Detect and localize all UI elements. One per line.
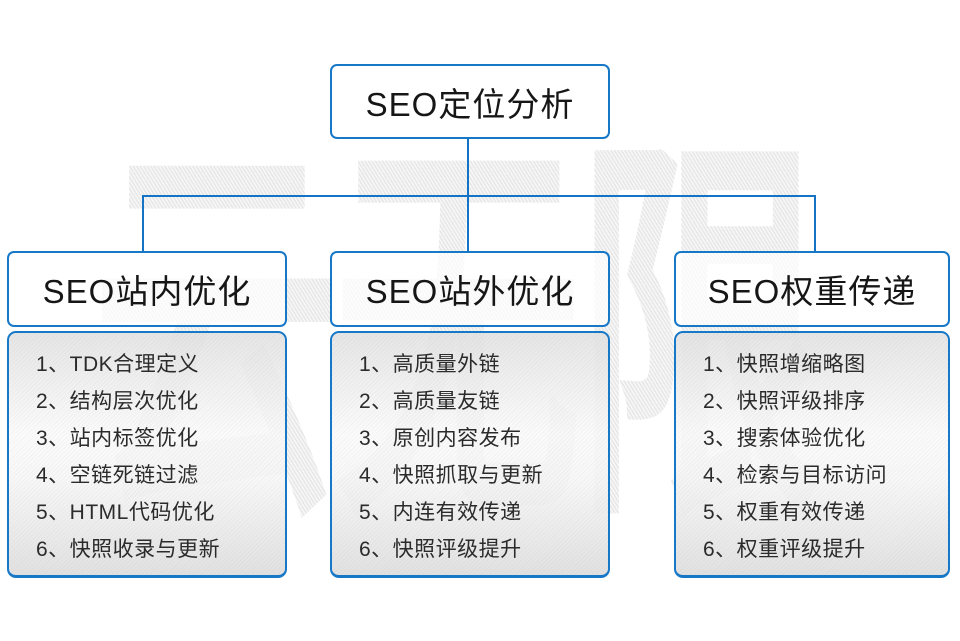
root-title: SEO定位分析: [365, 85, 575, 123]
list-item: 2、高质量友链: [359, 390, 501, 413]
connector-right-drop: [814, 195, 816, 252]
item-list: 1、高质量外链 2、高质量友链 3、原创内容发布 4、快照抓取与更新 5、内连有…: [332, 333, 608, 568]
list-item: 1、高质量外链: [359, 353, 501, 376]
column-title: SEO站内优化: [42, 273, 252, 310]
node-weight-transfer: SEO权重传递: [674, 251, 950, 327]
list-weight-transfer: 1、快照增缩略图 2、快照评级排序 3、搜索体验优化 4、检索与目标访问 5、权…: [674, 331, 950, 578]
connector-middle-drop: [467, 195, 469, 252]
list-item: 5、内连有效传递: [359, 501, 522, 524]
item-list: 1、TDK合理定义 2、结构层次优化 3、站内标签优化 4、空链死链过滤 5、H…: [9, 333, 285, 568]
connector-root-stem: [467, 139, 469, 196]
list-item: 4、检索与目标访问: [703, 464, 888, 487]
list-item: 2、快照评级排序: [703, 390, 866, 413]
node-onsite-optimization: SEO站内优化: [7, 251, 287, 327]
list-onsite-optimization: 1、TDK合理定义 2、结构层次优化 3、站内标签优化 4、空链死链过滤 5、H…: [7, 331, 287, 578]
column-title: SEO站外优化: [365, 273, 575, 310]
list-item: 6、快照评级提升: [359, 538, 522, 561]
list-item: 5、权重有效传递: [703, 501, 866, 524]
list-item: 1、TDK合理定义: [36, 353, 200, 376]
list-item: 3、原创内容发布: [359, 427, 522, 450]
node-offsite-optimization: SEO站外优化: [330, 251, 610, 327]
list-item: 2、结构层次优化: [36, 390, 199, 413]
connector-horizontal-bar: [142, 195, 816, 197]
list-item: 3、站内标签优化: [36, 427, 199, 450]
list-item: 1、快照增缩略图: [703, 353, 866, 376]
list-item: 4、快照抓取与更新: [359, 464, 544, 487]
node-root: SEO定位分析: [330, 64, 610, 139]
connector-left-drop: [142, 195, 144, 252]
list-item: 6、快照收录与更新: [36, 538, 221, 561]
column-title: SEO权重传递: [707, 273, 917, 310]
item-list: 1、快照增缩略图 2、快照评级排序 3、搜索体验优化 4、检索与目标访问 5、权…: [676, 333, 948, 568]
list-item: 3、搜索体验优化: [703, 427, 866, 450]
list-item: 4、空链死链过滤: [36, 464, 199, 487]
list-offsite-optimization: 1、高质量外链 2、高质量友链 3、原创内容发布 4、快照抓取与更新 5、内连有…: [330, 331, 610, 578]
list-item: 5、HTML代码优化: [36, 501, 215, 524]
list-item: 6、权重评级提升: [703, 538, 866, 561]
